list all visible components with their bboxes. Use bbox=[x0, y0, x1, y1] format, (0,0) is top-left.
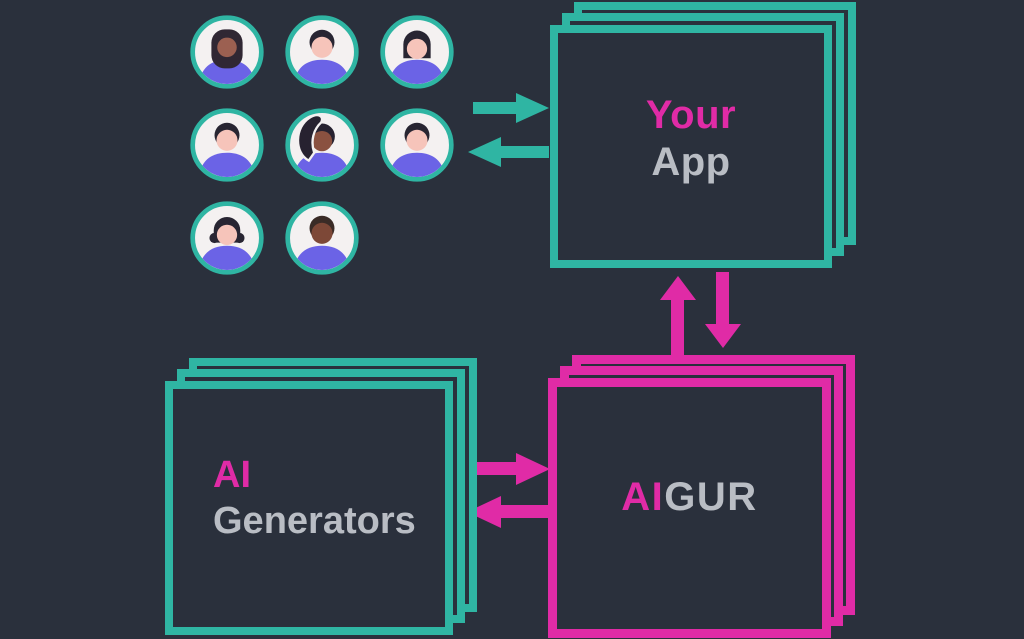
arrow-aigur-to-generators bbox=[467, 495, 548, 528]
your-app-node: Your App bbox=[550, 2, 856, 268]
ai-generators-label: AI Generators bbox=[173, 379, 445, 617]
arrow-app-to-aigur bbox=[704, 272, 741, 348]
arrow-shaft bbox=[501, 146, 549, 158]
arrow-shaft bbox=[473, 462, 516, 475]
arrow-head-up-icon bbox=[659, 276, 696, 300]
avatar-row bbox=[188, 106, 456, 184]
arrow-shaft bbox=[473, 102, 516, 114]
arrow-head-right-icon bbox=[516, 452, 550, 485]
avatar-row bbox=[188, 199, 456, 277]
arrow-aigur-to-app bbox=[659, 276, 696, 355]
avatar-user-3 bbox=[378, 13, 456, 91]
avatar-user-8 bbox=[283, 199, 361, 277]
avatar-user-2 bbox=[283, 13, 361, 91]
aigur-label-accent: AI bbox=[621, 474, 665, 519]
avatar-user-7 bbox=[188, 199, 266, 277]
your-app-label: Your App bbox=[558, 25, 824, 252]
users-group bbox=[188, 13, 456, 277]
arrow-generators-to-aigur bbox=[473, 452, 550, 485]
avatar-user-4 bbox=[188, 106, 266, 184]
ai-generators-node: AI Generators bbox=[165, 358, 477, 635]
your-app-label-line1: Your bbox=[645, 93, 737, 138]
arrow-app-to-users bbox=[468, 137, 549, 167]
avatar-user-1 bbox=[188, 13, 266, 91]
arrow-head-left-icon bbox=[468, 137, 501, 167]
aigur-label-rest: GUR bbox=[664, 474, 758, 519]
arrow-shaft bbox=[671, 300, 684, 355]
arrow-head-down-icon bbox=[704, 324, 741, 348]
stack-layer-front: AI Generators bbox=[165, 381, 453, 635]
ai-generators-label-line1: AI bbox=[213, 453, 251, 496]
your-app-label-line2: App bbox=[651, 139, 731, 184]
avatar-user-6 bbox=[378, 106, 456, 184]
ai-generators-label-line2: Generators bbox=[213, 500, 416, 542]
arrow-shaft bbox=[716, 272, 729, 324]
arrow-users-to-app bbox=[473, 93, 549, 123]
stack-layer-front: Your App bbox=[550, 25, 832, 268]
arrow-shaft bbox=[501, 505, 548, 518]
avatar-user-5 bbox=[283, 106, 361, 184]
arrow-head-right-icon bbox=[516, 93, 549, 123]
avatar-row bbox=[188, 13, 456, 91]
